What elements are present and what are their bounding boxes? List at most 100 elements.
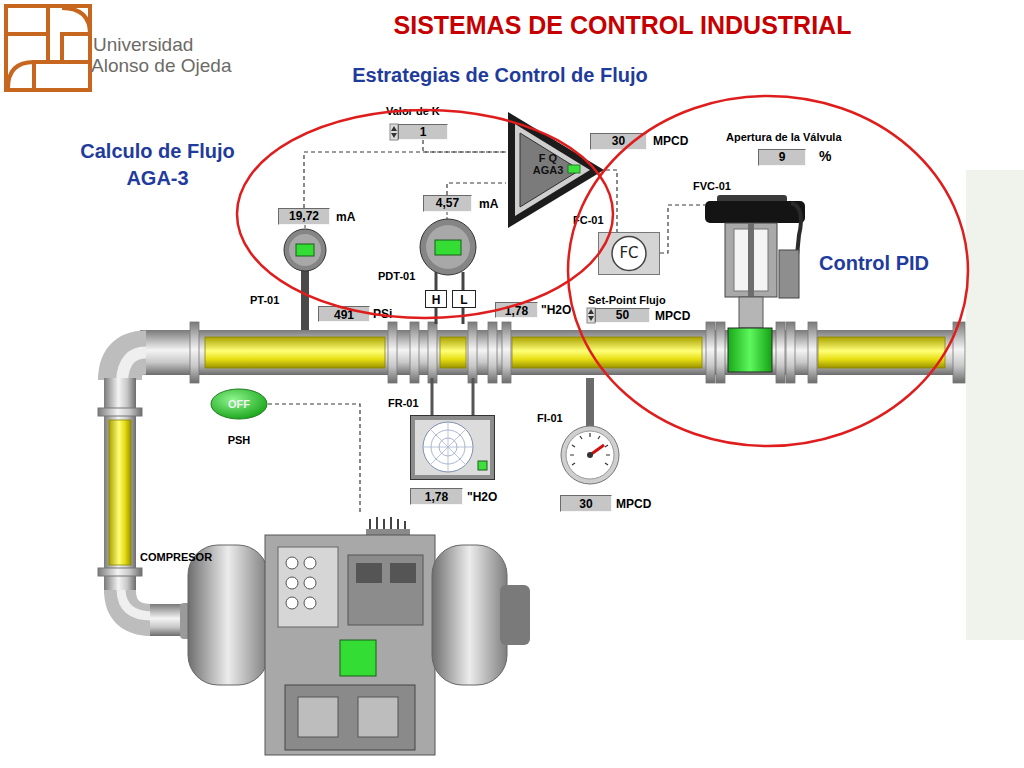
value-display: 30MPCD [590,133,647,150]
pipe-horizontal-part [205,337,385,368]
pressure-transmitter-part [284,229,326,271]
spin-buttons-part [587,308,595,323]
pipe-elbow-part [121,590,152,616]
signal-line [423,140,506,152]
pipe-elbow-part [104,378,136,593]
flow-computer-block-shape-part [568,165,580,173]
differential-pressure-transmitter-part [420,219,476,275]
flow-computer-block-shape-part [508,112,604,228]
flow-gauge-shape-part [570,433,610,465]
slide-title: SISTEMAS DE CONTROL INDUSTRIAL [300,10,945,40]
differential-pressure-transmitter-part [435,240,461,255]
unit-label: MPCD [655,309,705,324]
pressure-switch-lamp-shape-part [211,389,267,419]
control-valve-shape [705,195,805,375]
differential-pressure-transmitter-part [462,272,465,290]
control-valve-shape-part [791,203,801,255]
port-name: H [425,290,447,308]
differential-pressure-transmitter-part [447,212,448,219]
pipe-elbow [98,353,188,637]
pipe-flanges-part [808,322,817,383]
signal-line [268,404,360,515]
tag-name: FI-01 [537,412,587,425]
compressor-shape-part [500,585,530,645]
compressor-shape-part [348,555,423,625]
pressure-switch-lamp: OFFPSH [210,388,268,420]
background-photo [966,170,1024,640]
compressor-shape-part [285,685,415,750]
field-value: 50 [596,309,649,322]
flow-gauge: FI-01 [560,425,620,485]
compressor-shape-part [390,563,416,583]
pipe-elbow-part [109,420,131,565]
value-display: Apertura de la Válvula9% [758,149,806,166]
pipe-horizontal-part [512,337,702,368]
control-valve-shape-part [779,250,799,298]
value-display: 4,57mA [423,195,472,212]
block-name: F Q AGA3 [526,152,570,176]
value-display: 1,78 [410,488,463,505]
compressor-shape-part [304,577,316,589]
chart-recorder-shape-part [478,461,487,470]
compressor-shape-part [356,563,382,583]
spin-buttons-part [391,126,397,138]
value-display: 1,78 [495,302,538,318]
pressure-transmitter-part [296,244,314,256]
compressor-shape-part [340,640,376,676]
tag-name: PDT-01 [378,270,428,283]
pipe-flanges [190,322,965,383]
pipe-flanges-part [706,322,715,383]
instrument-stems-part [431,378,434,415]
university-logo [6,6,90,90]
pipe-horizontal-part [440,337,466,368]
unit-label: mA [336,210,366,225]
unit-label: MPCD [653,134,703,149]
unit-label: "H2O [467,490,507,505]
chart-recorder: FR-01 [410,415,495,480]
pipe-flanges-part [190,322,199,383]
unit-label: % [819,149,839,164]
spin-input: Set-Point Flujo50MPCD [595,308,650,323]
flow-controller: FC-01FC [598,232,660,275]
pipe-flanges-part [388,322,397,383]
signal-line [447,183,506,195]
spin-buttons-part [588,309,594,321]
pipe-flanges-part [502,322,511,383]
compressor-shape-part [188,545,268,685]
tag-name: PT-01 [250,294,295,307]
flow-computer-block-shape-part [515,124,590,216]
pipe-flanges-part [716,322,725,383]
differential-pressure-transmitter [420,212,476,324]
compressor-shape-part [265,535,435,755]
pipe-horizontal-part [140,330,965,375]
pipe-flanges-part [786,322,795,383]
chart-recorder-shape [410,415,495,480]
field-value: 1 [399,125,447,139]
chart-recorder-shape-part [423,422,473,472]
university-logo-part [62,8,90,34]
port-name: L [452,290,476,308]
tag-name: FR-01 [388,397,438,410]
flow-gauge-shape-part [561,426,619,484]
pressure-transmitter-part [289,234,321,266]
pipe-flanges-part [488,322,497,383]
pipe-flanges-part [953,322,965,383]
control-valve-shape-part [739,297,763,328]
value-display: 30 [560,495,612,512]
instrument-stems-part [586,378,594,426]
instrument-stems-part [472,378,475,415]
signal-line [606,170,617,232]
field-value: 19,72 [279,209,329,224]
flow-computer-block-shape-part [520,133,580,207]
spin-input: Valor de K1 [398,124,448,140]
compressor-shape [180,515,530,755]
compressor-shape-part [286,597,298,609]
pipe-flanges-part [468,322,477,383]
field-value: 9 [759,150,805,165]
compressor-shape-part [358,697,398,737]
flow-gauge-shape-part [566,431,614,479]
